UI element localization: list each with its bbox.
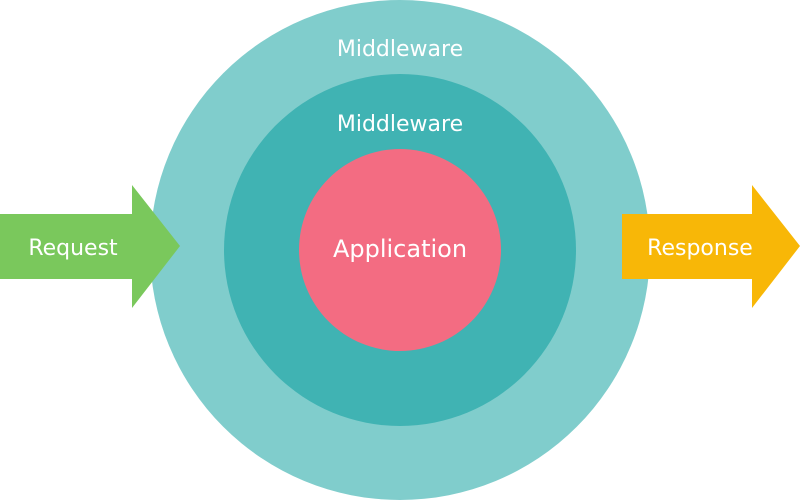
inner-middleware-label: Middleware	[337, 112, 463, 137]
application-core	[299, 149, 501, 351]
application-label: Application	[333, 235, 467, 263]
outer-middleware-label: Middleware	[337, 37, 463, 62]
request-arrow	[0, 185, 180, 308]
request-label: Request	[28, 236, 118, 261]
response-arrow	[622, 185, 800, 308]
response-label: Response	[647, 236, 753, 261]
